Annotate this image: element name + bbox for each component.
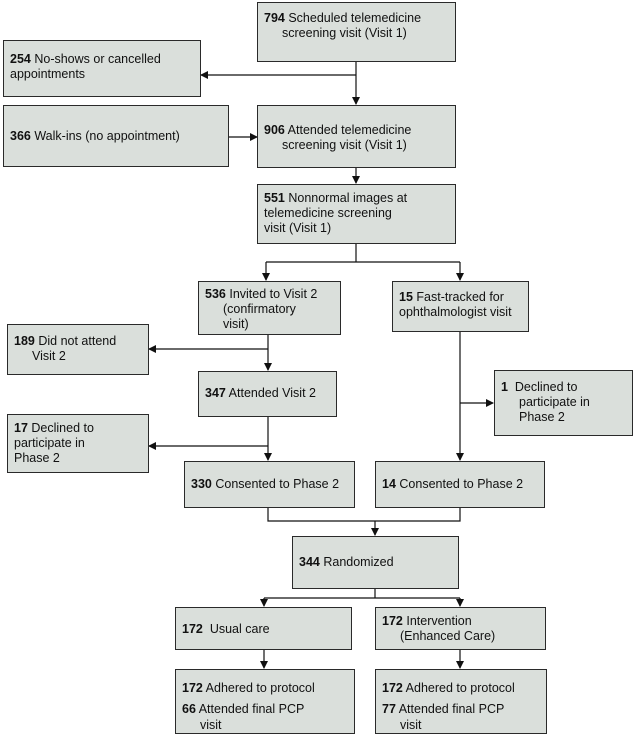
label-line: Visit 2 <box>32 349 66 363</box>
box-consented-330: 330 Consented to Phase 2 <box>184 461 355 508</box>
count: 1 <box>501 380 508 394</box>
count: 366 <box>10 129 31 143</box>
label-line: Consented to Phase 2 <box>399 477 524 491</box>
label-line: telemedicine screening <box>264 206 392 220</box>
label-line: visit <box>400 718 422 732</box>
box-invited-visit2: 536 Invited to Visit 2 (confirmatory vis… <box>198 281 341 335</box>
label-line: screening visit (Visit 1) <box>282 138 407 152</box>
box-declined-1: 1 Declined to participate in Phase 2 <box>494 370 633 436</box>
count: 254 <box>10 52 31 66</box>
box-usual-care: 172 Usual care <box>175 607 352 650</box>
label-line: Invited to Visit 2 <box>229 287 318 301</box>
box-declined-17: 17 Declined to participate in Phase 2 <box>7 414 149 473</box>
label-line: screening visit (Visit 1) <box>282 26 407 40</box>
label-line: visit <box>200 718 222 732</box>
label-line: Phase 2 <box>14 451 60 465</box>
label-line: Scheduled telemedicine <box>288 11 422 25</box>
count: 172 <box>382 681 403 695</box>
count: 17 <box>14 421 28 435</box>
label-line: participate in <box>519 395 590 409</box>
label-line: Adhered to protocol <box>405 681 515 695</box>
label-line: visit (Visit 1) <box>264 221 332 235</box>
label-line: Attended Visit 2 <box>228 386 316 400</box>
label-line: Intervention <box>406 614 472 628</box>
label-line: appointments <box>10 67 86 81</box>
box-no-shows: 254 No-shows or cancelled appointments <box>3 40 201 97</box>
box-walk-ins: 366 Walk-ins (no appointment) <box>3 105 229 167</box>
box-intervention: 172 Intervention (Enhanced Care) <box>375 607 546 650</box>
box-attended-screening: 906 Attended telemedicine screening visi… <box>257 105 456 168</box>
label-line: Randomized <box>323 555 394 569</box>
label-line: (Enhanced Care) <box>400 629 496 643</box>
label-line: ophthalmologist visit <box>399 305 512 319</box>
count: 189 <box>14 334 35 348</box>
label-line: Nonnormal images at <box>288 191 408 205</box>
box-scheduled-screening: 794 Scheduled telemedicine screening vis… <box>257 2 456 62</box>
box-randomized: 344 Randomized <box>292 536 459 589</box>
label-line: No-shows or cancelled <box>34 52 161 66</box>
count: 344 <box>299 555 320 569</box>
count: 330 <box>191 477 212 491</box>
box-did-not-attend: 189 Did not attend Visit 2 <box>7 324 149 375</box>
count: 15 <box>399 290 413 304</box>
box-outcome-usual-care: 172 Adhered to protocol 66 Attended fina… <box>175 669 355 734</box>
label-line: Fast-tracked for <box>416 290 504 304</box>
label-line: Did not attend <box>38 334 117 348</box>
label-line: Walk-ins (no appointment) <box>34 129 180 143</box>
label-line: Declined to <box>514 380 578 394</box>
label-line: visit) <box>223 317 249 331</box>
count: 172 <box>182 622 203 636</box>
count: 66 <box>182 702 196 716</box>
count: 794 <box>264 11 285 25</box>
label-line: participate in <box>14 436 85 450</box>
box-attended-visit2: 347 Attended Visit 2 <box>198 371 337 417</box>
label-line: Phase 2 <box>519 410 565 424</box>
count: 347 <box>205 386 226 400</box>
label-line: Attended final PCP <box>398 702 505 716</box>
box-nonnormal-images: 551 Nonnormal images at telemedicine scr… <box>257 184 456 244</box>
count: 14 <box>382 477 396 491</box>
label-line: Attended final PCP <box>198 702 305 716</box>
box-outcome-intervention: 172 Adhered to protocol 77 Attended fina… <box>375 669 547 734</box>
box-fast-tracked: 15 Fast-tracked for ophthalmologist visi… <box>392 281 529 332</box>
count: 536 <box>205 287 226 301</box>
count: 551 <box>264 191 285 205</box>
label-line: Declined to <box>31 421 94 435</box>
label-line: Usual care <box>209 622 270 636</box>
count: 77 <box>382 702 396 716</box>
count: 172 <box>182 681 203 695</box>
count: 906 <box>264 123 285 137</box>
label-line: Adhered to protocol <box>205 681 315 695</box>
box-consented-14: 14 Consented to Phase 2 <box>375 461 545 508</box>
label-line: Consented to Phase 2 <box>215 477 340 491</box>
label-line: Attended telemedicine <box>287 123 412 137</box>
label-line: (confirmatory <box>223 302 296 316</box>
count: 172 <box>382 614 403 628</box>
